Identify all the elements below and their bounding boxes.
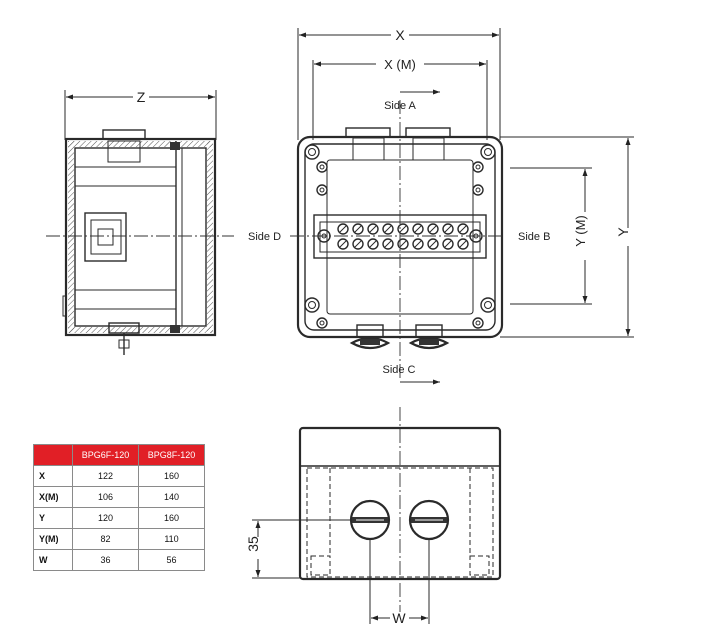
row-label: Y(M): [33, 528, 73, 550]
terminals-bottom-row: [337, 238, 469, 250]
dim-y-m: Y (M): [510, 167, 592, 305]
table-row: X 122 160: [33, 465, 205, 487]
row-label: X(M): [33, 486, 73, 508]
side-d-label: Side D: [248, 231, 281, 243]
dim-x: X: [297, 27, 501, 140]
terminals-top-row: [337, 223, 469, 235]
row-label: W: [33, 549, 73, 571]
cell-value: 106: [72, 486, 139, 508]
dim-z: Z: [64, 89, 217, 140]
dim-x-m: X (M): [312, 57, 488, 140]
dim-y-label: Y: [615, 227, 631, 237]
cell-value: 160: [138, 465, 205, 487]
table-row: Y(M) 82 110: [33, 528, 205, 550]
dim-35: 35: [245, 519, 352, 579]
dim-w: W: [369, 540, 430, 626]
dim-z-label: Z: [137, 89, 146, 105]
cell-value: 122: [72, 465, 139, 487]
dim-x-label: X: [395, 27, 405, 43]
spec-table-header-bpg6f: BPG6F-120: [72, 444, 139, 466]
bottom-view: 35 W: [245, 407, 502, 626]
side-a-label: Side A: [384, 100, 416, 112]
cell-value: 36: [72, 549, 139, 571]
row-label: Y: [33, 507, 73, 529]
cell-value: 160: [138, 507, 205, 529]
cell-value: 56: [138, 549, 205, 571]
cell-value: 110: [138, 528, 205, 550]
spec-table-header-bpg8f: BPG8F-120: [138, 444, 205, 466]
table-row: Y 120 160: [33, 507, 205, 529]
cell-value: 82: [72, 528, 139, 550]
dim-35-label: 35: [245, 536, 261, 552]
corner-screws: [304, 144, 496, 329]
dim-x-m-label: X (M): [384, 57, 416, 72]
spec-table: BPG6F-120 BPG8F-120 X 122 160 X(M) 106 1…: [33, 444, 205, 571]
cell-value: 120: [72, 507, 139, 529]
spec-table-header-row: BPG6F-120 BPG8F-120: [33, 444, 205, 466]
spec-table-corner: [33, 444, 73, 466]
side-view: Z Side D: [46, 89, 281, 355]
side-b-label: Side B: [518, 231, 550, 243]
dim-y: Y: [500, 136, 634, 338]
row-label: X: [33, 465, 73, 487]
table-row: W 36 56: [33, 549, 205, 571]
cell-value: 140: [138, 486, 205, 508]
side-c-label: Side C: [382, 364, 415, 376]
dim-w-label: W: [392, 610, 406, 626]
front-view: X X (M) Y Y (M): [290, 27, 634, 385]
dim-y-m-label: Y (M): [573, 215, 588, 247]
table-row: X(M) 106 140: [33, 486, 205, 508]
